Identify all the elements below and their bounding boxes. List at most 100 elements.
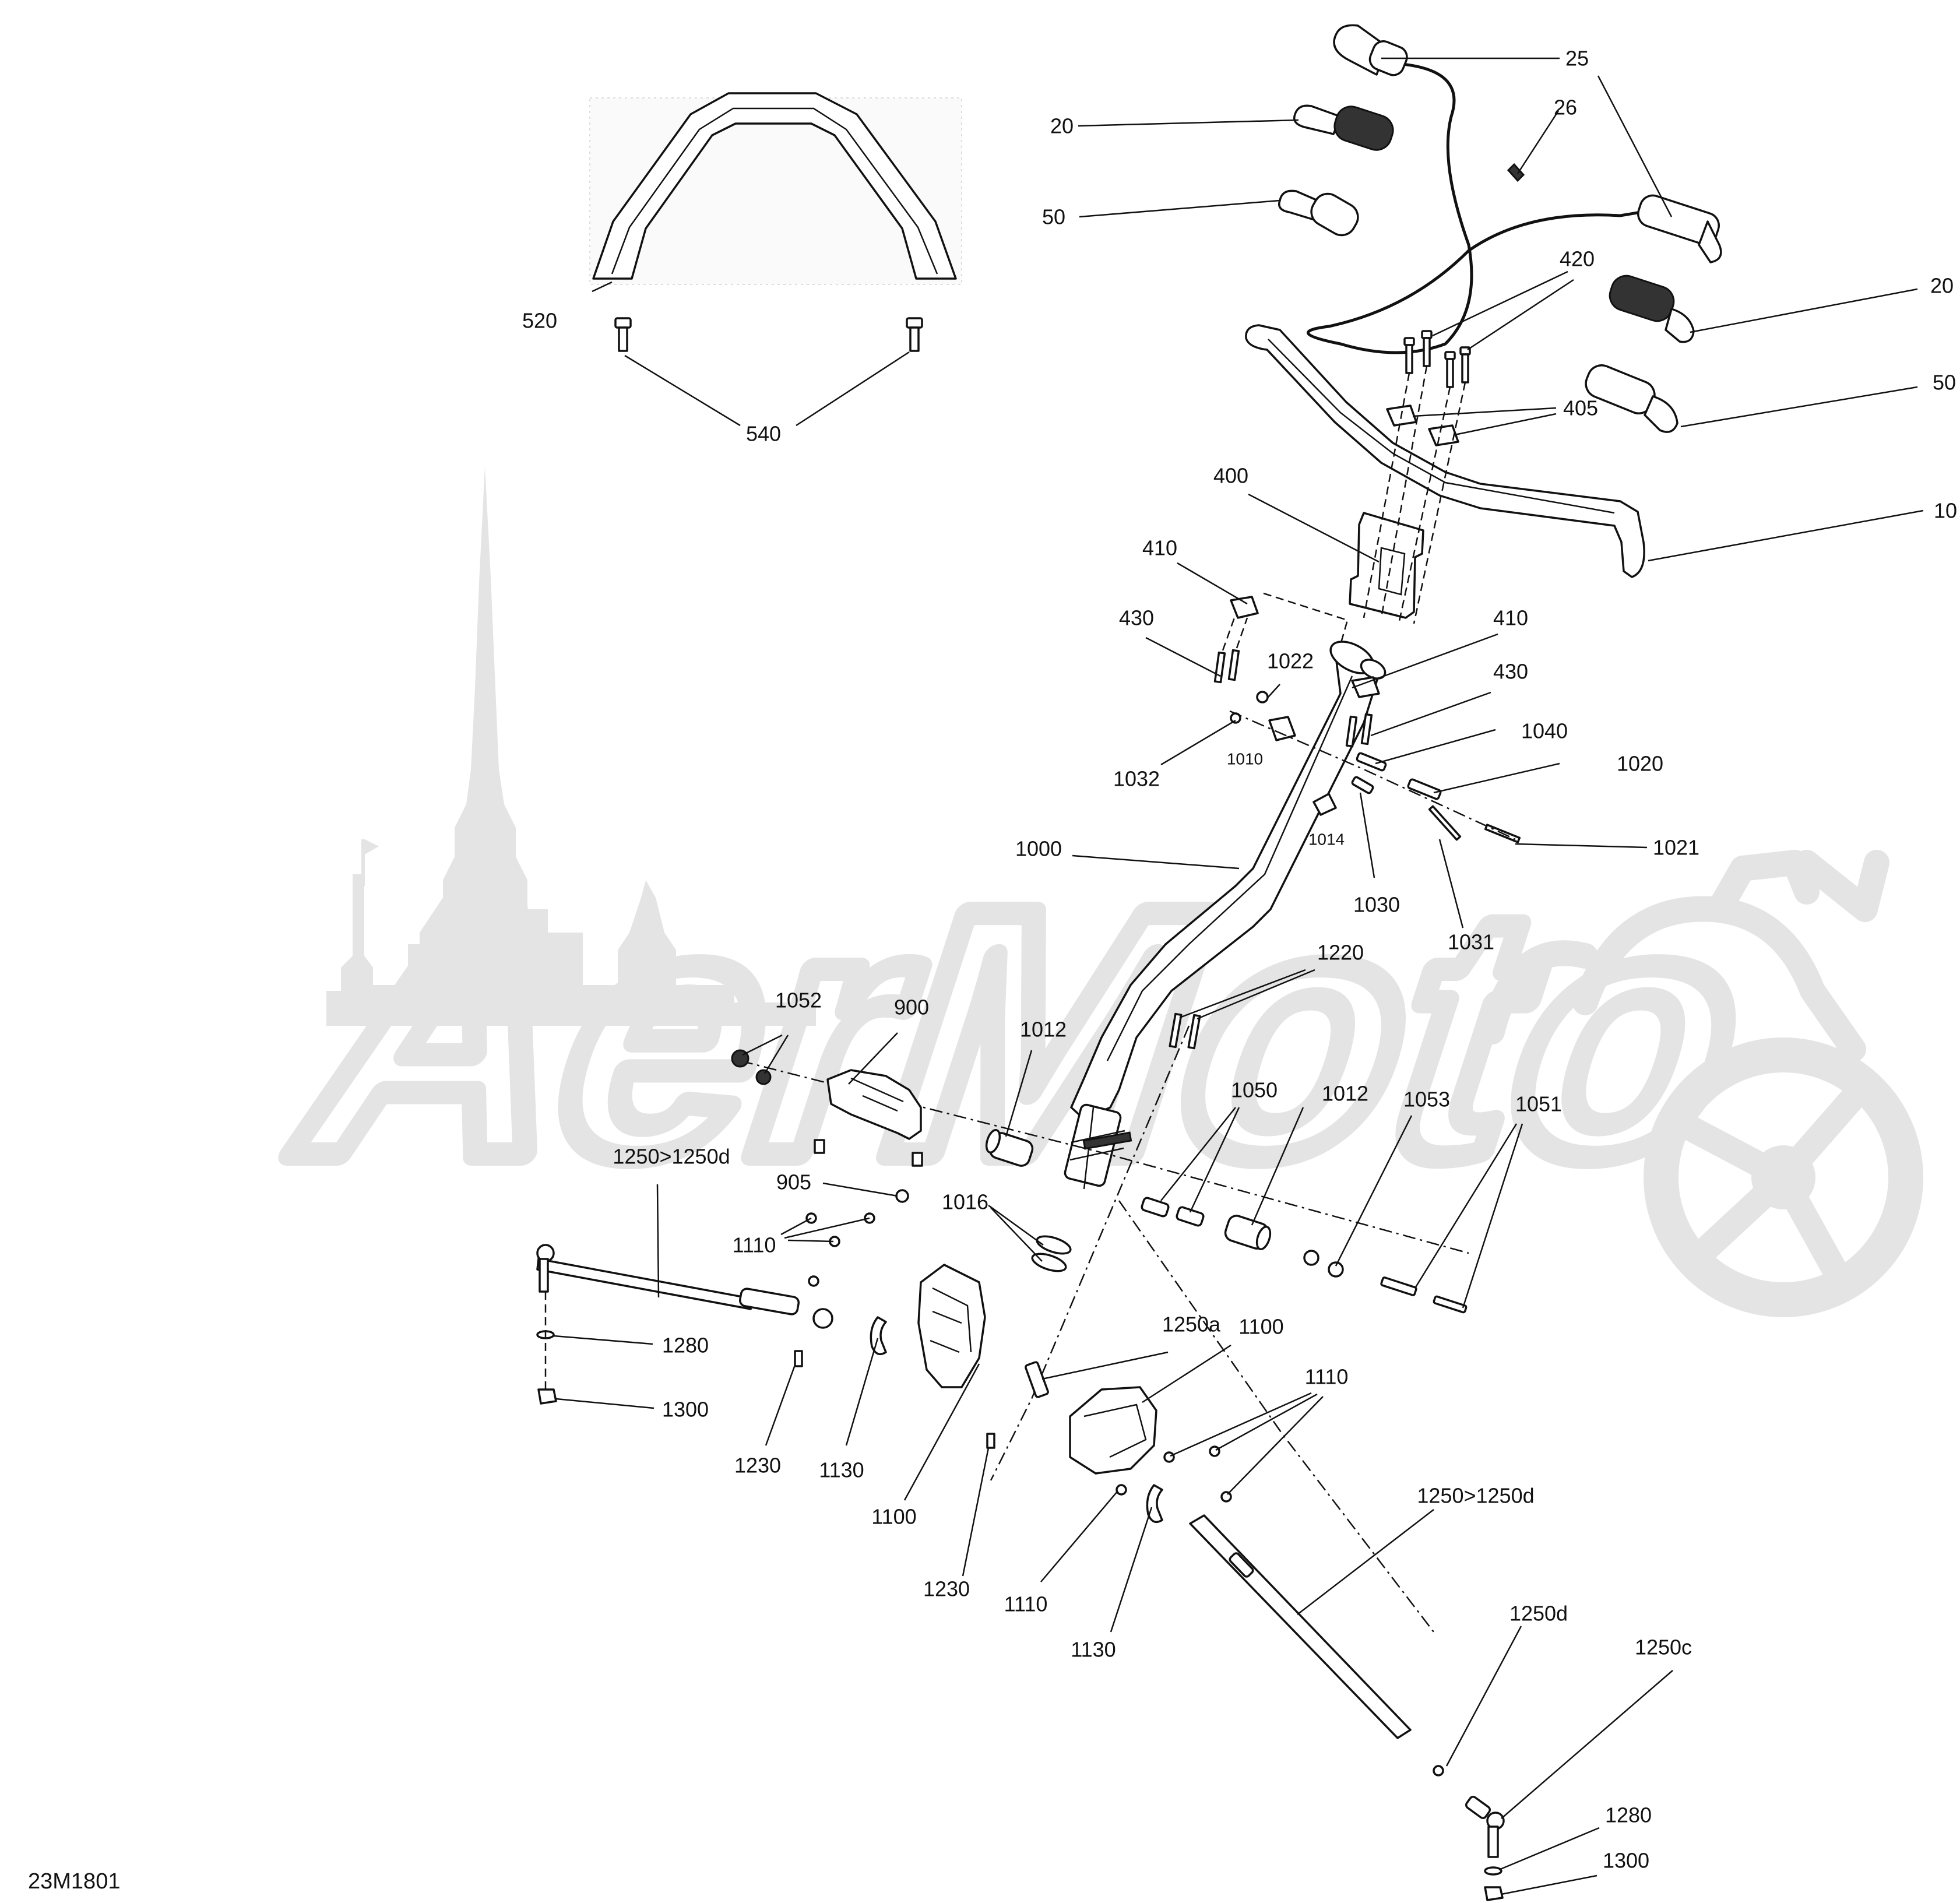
callout-430-right: 430 <box>1493 660 1528 684</box>
screw-1110-d <box>808 1275 819 1287</box>
callout-10: 10 <box>1934 499 1957 523</box>
tie-rod-left <box>536 1244 887 1405</box>
callout-20-right: 20 <box>1930 274 1954 298</box>
bolt-1051-a <box>1380 1276 1417 1296</box>
callout-1250-lower: 1250>1250d <box>1417 1484 1534 1508</box>
sleeve-1050-a <box>1141 1197 1170 1218</box>
callout-1000: 1000 <box>1015 837 1062 861</box>
heated-grip-25-right <box>1637 194 1722 263</box>
spacer-1030 <box>1351 776 1374 794</box>
callout-50-right: 50 <box>1933 371 1956 395</box>
nut-1022 <box>1256 691 1269 703</box>
callout-1110-bottom: 1110 <box>1004 1592 1048 1616</box>
nut-1300-left <box>537 1388 557 1405</box>
callout-25: 25 <box>1565 47 1589 71</box>
callout-400: 400 <box>1213 464 1248 488</box>
callout-1230-center: 1230 <box>923 1577 970 1601</box>
clip-1130-right <box>1146 1484 1163 1524</box>
callout-410-right: 410 <box>1493 606 1528 630</box>
callout-1012-left: 1012 <box>1020 1018 1067 1042</box>
callout-420: 420 <box>1560 247 1595 271</box>
callout-1010: 1010 <box>1227 750 1263 768</box>
callout-1300-right: 1300 <box>1603 1849 1649 1873</box>
riser-clamp-400 <box>1349 512 1424 619</box>
callout-540: 540 <box>746 422 781 446</box>
nut-1300-right <box>1484 1886 1504 1901</box>
callout-1022: 1022 <box>1267 649 1314 673</box>
grip-20-right <box>1609 275 1695 343</box>
pin-1230-left <box>794 1350 803 1367</box>
callout-1040: 1040 <box>1521 719 1568 743</box>
callout-50-left: 50 <box>1042 205 1065 229</box>
sleeve-1050-b <box>1176 1206 1205 1227</box>
tie-rod-1250-right <box>1189 1514 1412 1739</box>
switch-1010 <box>1268 716 1296 741</box>
callout-1110-left: 1110 <box>733 1233 776 1257</box>
grip-20-left <box>1293 104 1394 151</box>
callout-1220: 1220 <box>1317 941 1364 965</box>
callout-1250-upper: 1250>1250d <box>613 1145 730 1169</box>
clamp-410-right <box>1351 676 1380 698</box>
watermark-text: AerMoto <box>258 838 1803 1229</box>
callout-900: 900 <box>894 996 929 1019</box>
callout-520: 520 <box>522 309 557 333</box>
bushing-1012-left <box>985 1128 1034 1167</box>
nut-905 <box>895 1189 909 1203</box>
bushing-1016-b <box>1031 1253 1067 1272</box>
grip-50-right <box>1585 364 1679 433</box>
handlebar-10 <box>1245 324 1645 578</box>
watermark-flag <box>365 839 379 854</box>
callout-1250c: 1250c <box>1635 1635 1692 1659</box>
watermark-flag-pole <box>361 839 365 886</box>
callout-labels: 25 26 20 20 50 50 10 420 405 400 410 410… <box>522 47 1957 1873</box>
callout-1100-right: 1100 <box>1238 1315 1283 1339</box>
bolt-1220-b <box>1187 1014 1201 1050</box>
bracket-900 <box>826 1069 922 1140</box>
screw-1110-h <box>1116 1484 1127 1496</box>
steering-column-1000 <box>1064 641 1387 1190</box>
bolts-430-left <box>1213 617 1248 684</box>
callout-1300-left: 1300 <box>662 1398 709 1422</box>
callout-26: 26 <box>1554 96 1577 119</box>
callout-1280-right: 1280 <box>1605 1803 1652 1827</box>
callout-1053: 1053 <box>1403 1088 1450 1111</box>
callout-1016: 1016 <box>942 1190 988 1214</box>
watermark: AerMoto <box>246 466 1923 1317</box>
bushing-1016-a <box>1036 1235 1072 1255</box>
grip-50-left <box>1278 189 1359 237</box>
callout-1031: 1031 <box>1448 930 1494 954</box>
nut-1052-b <box>755 1069 772 1085</box>
handlebar-assembly <box>1245 24 1722 653</box>
tie-rod-right <box>1189 1514 1505 1901</box>
bolt-1220-a <box>1169 1012 1183 1049</box>
callout-20-left: 20 <box>1050 114 1074 138</box>
clamp-410-left <box>1230 596 1259 619</box>
clip-1130-left <box>870 1316 887 1356</box>
bushing-1012-right <box>1224 1215 1272 1251</box>
watermark-motorcycle <box>1479 850 1923 1317</box>
clamps-405 <box>1386 404 1459 446</box>
screw-540-right <box>906 317 923 352</box>
pin-1250d <box>1433 1765 1444 1777</box>
inset-handle-guard <box>589 92 962 352</box>
callout-1012-right: 1012 <box>1322 1082 1368 1106</box>
callout-1030: 1030 <box>1353 893 1400 917</box>
bolt-1031 <box>1428 805 1462 841</box>
callout-1020: 1020 <box>1617 752 1663 776</box>
screw-540-left <box>614 317 632 352</box>
cover-1100-left <box>917 1264 986 1388</box>
ball-joint-1250c <box>1465 1795 1505 1858</box>
bolt-1051-b <box>1433 1295 1468 1314</box>
spacer-905-a <box>814 1139 825 1154</box>
callout-1110-right: 1110 <box>1305 1365 1349 1389</box>
watermark-skyline <box>326 466 816 1026</box>
callout-1130-left: 1130 <box>819 1458 864 1482</box>
cover-1100-right <box>1069 1386 1157 1475</box>
washer-1053-b <box>1328 1261 1344 1278</box>
callout-1051: 1051 <box>1515 1092 1562 1116</box>
callout-1280-left: 1280 <box>662 1334 709 1357</box>
callout-1050: 1050 <box>1231 1078 1278 1102</box>
callout-1021: 1021 <box>1653 836 1699 860</box>
callout-1130-right: 1130 <box>1071 1638 1116 1662</box>
screw-1110-g <box>1220 1491 1232 1503</box>
